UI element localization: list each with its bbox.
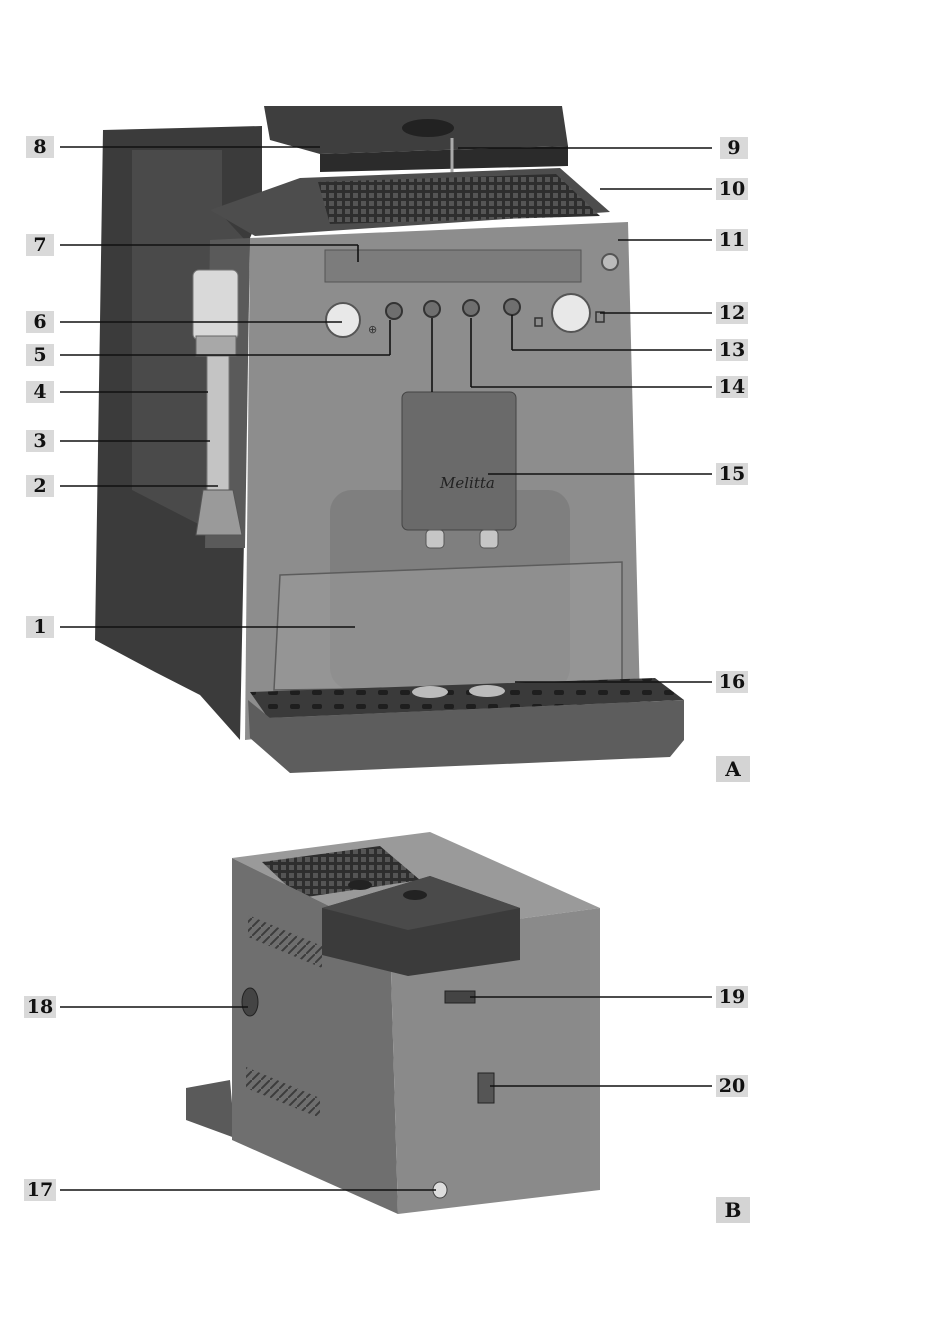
bean-lid-knob	[402, 119, 454, 137]
callout-9: 9	[720, 137, 748, 159]
on-off-button	[602, 254, 618, 270]
rear-lid-hole-2	[403, 890, 427, 900]
outlet-nozzle-left	[426, 530, 444, 548]
callout-15: 15	[716, 463, 748, 485]
left-rotary-knob	[326, 303, 360, 337]
callout-13: 13	[716, 339, 748, 361]
callout-17: 17	[24, 1179, 56, 1201]
front-view-machine: ⊕ Melitta	[95, 106, 684, 773]
steam-button	[386, 303, 402, 319]
right-rotary-knob	[552, 294, 590, 332]
rear-lid-hole-1	[348, 880, 372, 890]
cup-tray-cover	[274, 562, 622, 690]
rear-port	[478, 1073, 494, 1103]
callout-18: 18	[24, 996, 56, 1018]
callout-3: 3	[26, 430, 54, 452]
callout-20: 20	[716, 1075, 748, 1097]
callout-4: 4	[26, 381, 54, 403]
cup-button-2	[463, 300, 479, 316]
callout-11: 11	[716, 229, 748, 251]
side-socket	[242, 988, 258, 1016]
frother-ring	[196, 336, 236, 356]
callout-19: 19	[716, 986, 748, 1008]
callout-6: 6	[26, 311, 54, 333]
rear-view-machine	[186, 832, 600, 1214]
callout-16: 16	[716, 671, 748, 693]
figure-label-b: B	[716, 1197, 750, 1223]
cup-button-1	[424, 301, 440, 317]
callout-5: 5	[26, 344, 54, 366]
callout-1: 1	[26, 616, 54, 638]
callout-10: 10	[716, 178, 748, 200]
svg-text:⊕: ⊕	[368, 323, 377, 336]
callout-2: 2	[26, 475, 54, 497]
coffee-outlet	[402, 392, 516, 530]
callout-8: 8	[26, 136, 54, 158]
drip-tray-hole-right	[469, 685, 505, 697]
rear-base-plate	[186, 1080, 235, 1138]
drip-tray-hole-left	[412, 686, 448, 698]
display-strip	[325, 250, 581, 282]
melitta-logo: Melitta	[439, 474, 495, 492]
figure-label-a: A	[716, 756, 750, 782]
aroma-button	[504, 299, 520, 315]
callout-14: 14	[716, 376, 748, 398]
outlet-nozzle-right	[480, 530, 498, 548]
frother-tube	[207, 356, 229, 491]
frother-top	[193, 270, 238, 340]
callout-12: 12	[716, 302, 748, 324]
callout-7: 7	[26, 234, 54, 256]
cup-warmer-grate	[318, 174, 600, 224]
